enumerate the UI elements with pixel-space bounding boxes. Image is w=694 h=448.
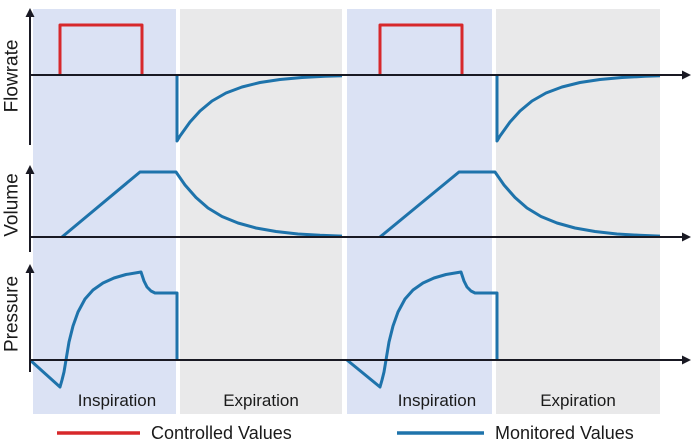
flowrate-controlled-cycle1-line [58,23,144,75]
inspiration-2-band [347,9,492,414]
pressure-x-axis-arrowhead [682,355,691,365]
chart-render-layer [25,8,691,414]
pressure-y-axis-arrowhead [25,264,35,273]
pressure-axis-label: Pressure [2,276,23,352]
flowrate-controlled-cycle2-line [378,23,464,75]
pressure-monitored-cycle2-line [346,270,499,389]
flowrate-y-axis-arrowhead [25,8,35,17]
inspiration-label-cycle2: Inspiration [398,391,476,410]
expiration-label-cycle2: Expiration [540,391,616,410]
legend: Controlled Values Monitored Values [57,423,634,443]
flowrate-monitored-cycle2-line [495,74,661,143]
expiration-label-cycle1: Expiration [223,391,299,410]
volume-axis-label: Volume [2,173,23,236]
volume-monitored-cycle1-line [61,170,343,239]
inspiration-1-band [33,9,176,414]
volume-y-axis-arrowhead [25,165,35,174]
monitored-values-legend-label: Monitored Values [495,423,634,443]
expiration-1-band [180,9,342,414]
flowrate-x-axis-arrowhead [682,70,691,80]
inspiration-label-cycle1: Inspiration [78,391,156,410]
expiration-2-band [496,9,660,414]
flowrate-monitored-cycle1-line [175,74,343,143]
controlled-values-legend-label: Controlled Values [151,423,292,443]
pressure-monitored-cycle1-line [28,270,179,389]
volume-monitored-cycle2-line [379,170,661,239]
flowrate-axis-label: Flowrate [2,40,23,113]
volume-x-axis-arrowhead [682,232,691,242]
